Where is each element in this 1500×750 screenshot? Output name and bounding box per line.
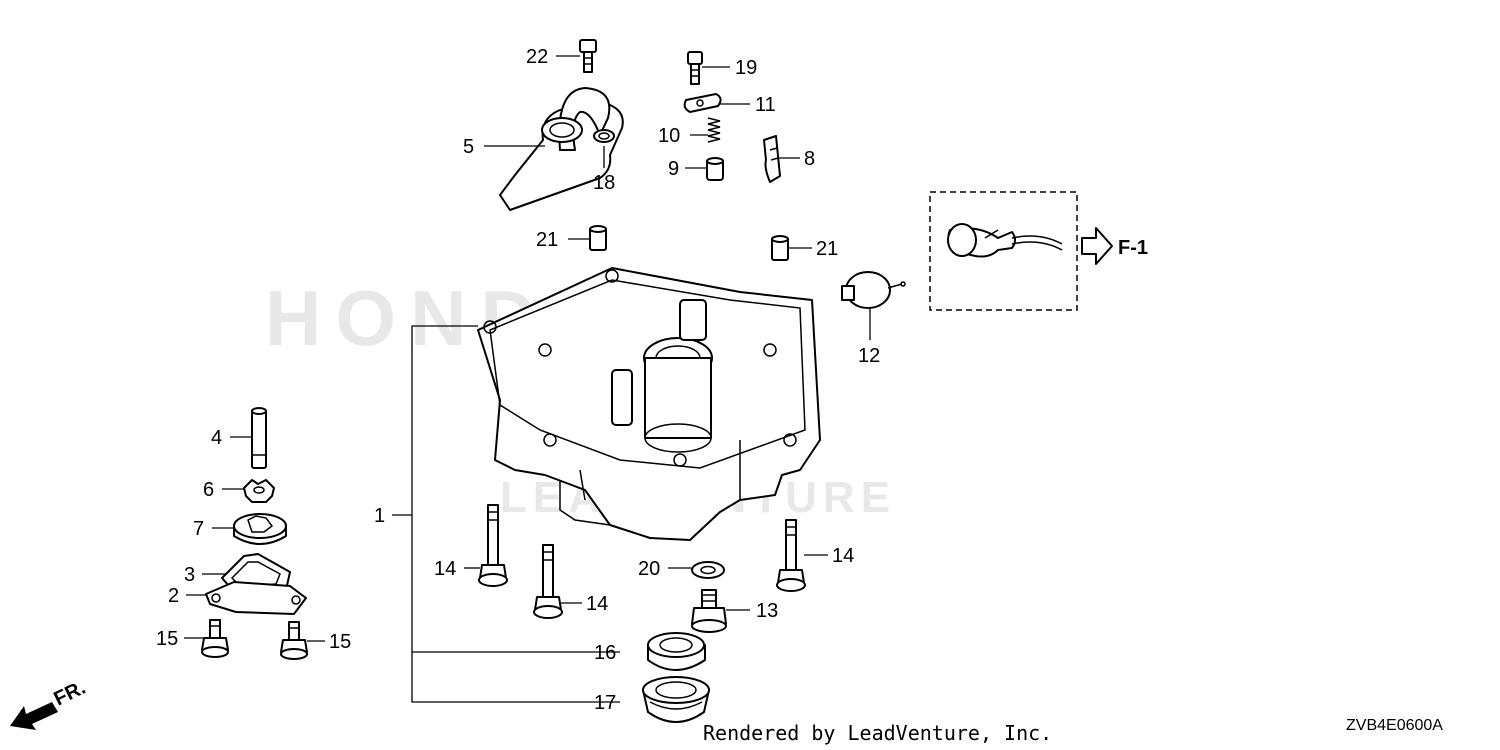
callout-2[interactable]: 2	[168, 585, 179, 607]
part-1-crankcase-cover[interactable]	[477, 267, 821, 541]
front-direction-arrow-icon	[10, 702, 58, 730]
callout-4[interactable]: 4	[211, 427, 222, 449]
callout-5[interactable]: 5	[463, 136, 474, 158]
callout-20[interactable]: 20	[638, 558, 660, 580]
part-4-shaft[interactable]	[251, 407, 267, 469]
callout-16[interactable]: 16	[594, 642, 616, 664]
callout-18[interactable]: 18	[593, 172, 615, 194]
part-17-seal[interactable]	[642, 676, 710, 723]
callout-3[interactable]: 3	[184, 564, 195, 586]
part-8-clip[interactable]	[763, 135, 781, 183]
diagram-code: ZVB4E0600A	[1346, 717, 1443, 734]
callout-21-right[interactable]: 21	[816, 238, 838, 260]
callout-17[interactable]: 17	[594, 692, 616, 714]
part-18-washer[interactable]	[593, 129, 615, 143]
part-10-spring[interactable]	[707, 117, 721, 143]
callout-21-left[interactable]: 21	[536, 229, 558, 251]
part-21-dowel-right[interactable]	[771, 235, 789, 261]
part-12-oil-switch[interactable]	[841, 271, 906, 309]
callout-14-c[interactable]: 14	[832, 545, 854, 567]
callout-10[interactable]: 10	[658, 125, 680, 147]
callout-13[interactable]: 13	[756, 600, 778, 622]
part-9-cap[interactable]	[706, 157, 724, 181]
part-20-washer[interactable]	[691, 561, 725, 579]
part-2-cover-plate[interactable]	[205, 581, 307, 615]
callout-1[interactable]: 1	[374, 505, 385, 527]
part-16-oil-seal[interactable]	[647, 632, 706, 671]
part-15-bolt-left[interactable]	[201, 619, 229, 658]
reference-f1-box[interactable]	[929, 191, 1078, 311]
callout-11[interactable]: 11	[755, 94, 776, 116]
part-5-breather-bracket[interactable]	[499, 87, 624, 211]
part-11-plate[interactable]	[683, 93, 722, 113]
callout-14-b[interactable]: 14	[586, 593, 608, 615]
part-21-dowel-left[interactable]	[589, 225, 607, 251]
part-6-gear[interactable]	[243, 479, 275, 503]
callout-14-a[interactable]: 14	[434, 558, 456, 580]
callout-7[interactable]: 7	[193, 518, 204, 540]
part-14-bolt-b[interactable]	[533, 544, 563, 619]
callout-9[interactable]: 9	[668, 158, 679, 180]
callout-8[interactable]: 8	[804, 148, 815, 170]
callout-19[interactable]: 19	[735, 57, 757, 79]
part-14-bolt-c[interactable]	[776, 519, 806, 592]
part-7-rotor[interactable]	[233, 513, 287, 545]
part-22-bolt[interactable]	[579, 39, 597, 73]
callout-22[interactable]: 22	[526, 46, 548, 68]
part-14-bolt-a[interactable]	[478, 504, 508, 587]
callout-6[interactable]: 6	[203, 479, 214, 501]
part-15-bolt-right[interactable]	[280, 621, 308, 660]
callout-15-left[interactable]: 15	[156, 628, 178, 650]
part-13-drain-bolt[interactable]	[691, 589, 727, 633]
front-direction-label: FR.	[51, 677, 90, 711]
leader-lines	[184, 55, 871, 703]
callout-12[interactable]: 12	[858, 345, 880, 367]
part-19-bolt[interactable]	[687, 51, 703, 85]
callouts: 22 5 18 19 11 10 9 8 21 21 12 4 6 7 3 2 …	[156, 46, 880, 714]
callout-15-right[interactable]: 15	[329, 631, 351, 653]
render-credit: Rendered by LeadVenture, Inc.	[703, 721, 1052, 745]
reference-arrow	[1081, 227, 1113, 265]
reference-label[interactable]: F-1	[1118, 237, 1148, 259]
